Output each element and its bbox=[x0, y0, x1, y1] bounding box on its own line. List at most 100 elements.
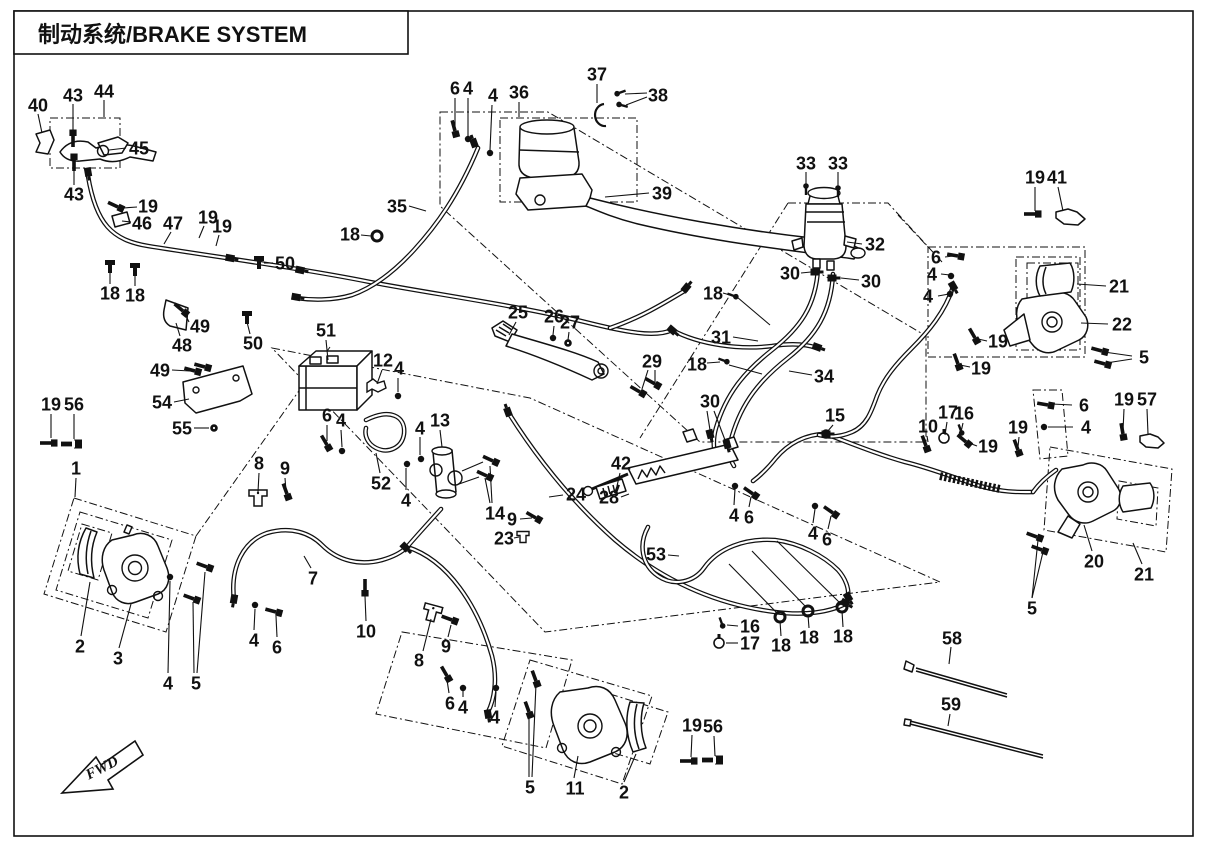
nut-fastener bbox=[564, 339, 572, 347]
bolt-head bbox=[638, 388, 648, 399]
bolt-head bbox=[361, 590, 369, 597]
bolt-fastener bbox=[439, 665, 454, 684]
detail-circle bbox=[610, 746, 622, 758]
clip bbox=[242, 311, 252, 324]
zone-box bbox=[1032, 389, 1069, 460]
part-number-label: 19 bbox=[212, 217, 232, 237]
fit-fastener bbox=[839, 597, 854, 609]
part-number-label: 5 bbox=[191, 674, 201, 694]
pad-2b bbox=[626, 701, 647, 753]
leader-line bbox=[812, 508, 816, 524]
part-number-label: 30 bbox=[780, 264, 800, 284]
bolt-shaft bbox=[173, 302, 185, 313]
part-number-label: 4 bbox=[458, 698, 468, 718]
fitting bbox=[224, 253, 236, 263]
caliper-22 bbox=[1015, 291, 1089, 354]
washer bbox=[492, 684, 500, 692]
ring-fastener bbox=[773, 610, 787, 624]
pin bbox=[614, 484, 620, 494]
leader-line bbox=[944, 255, 954, 258]
detail-circle bbox=[447, 470, 463, 486]
leader-line bbox=[840, 277, 860, 281]
fitting-stub bbox=[407, 549, 413, 555]
part-number-label: 51 bbox=[316, 321, 336, 341]
part-number-label: 33 bbox=[796, 154, 816, 174]
bolt-fastener bbox=[680, 757, 698, 765]
bolt-head bbox=[323, 443, 334, 453]
hose-inner bbox=[294, 146, 480, 301]
fitting-stub bbox=[231, 603, 235, 608]
detail-ellipse bbox=[519, 119, 575, 135]
mc-reservoir bbox=[518, 127, 580, 179]
zone-box bbox=[439, 111, 927, 443]
detail-circle bbox=[583, 719, 597, 733]
leader-line bbox=[977, 338, 988, 342]
part-number-label: 50 bbox=[243, 334, 263, 354]
bolt-fastener bbox=[70, 153, 78, 171]
part-number-label: 15 bbox=[825, 406, 845, 426]
leader-line bbox=[1083, 524, 1093, 552]
part-number-label: 27 bbox=[560, 313, 580, 333]
bolt-shaft bbox=[193, 362, 206, 369]
bolt-fastener bbox=[530, 670, 542, 689]
leader-line bbox=[713, 410, 726, 441]
leader-line bbox=[779, 620, 782, 637]
bolt-head bbox=[275, 608, 284, 618]
hose-outer bbox=[750, 431, 829, 484]
screw-shaft bbox=[718, 617, 724, 625]
hose-outer bbox=[293, 145, 481, 302]
res-ear-l bbox=[791, 237, 804, 251]
part-number-label: 56 bbox=[703, 717, 723, 737]
part-number-label: 39 bbox=[652, 184, 672, 204]
bolt-head bbox=[451, 130, 461, 139]
bolt-shaft bbox=[1036, 401, 1049, 407]
part-number-label: 3 bbox=[113, 649, 123, 669]
fitting-stub bbox=[953, 289, 959, 295]
bolt-shaft bbox=[281, 483, 289, 495]
washer bbox=[731, 482, 739, 490]
part-number-label: 6 bbox=[450, 79, 460, 99]
clamp8-fastener bbox=[422, 602, 444, 623]
detail-circle bbox=[127, 560, 143, 576]
screw-shaft bbox=[620, 103, 629, 108]
screw-head bbox=[616, 101, 622, 108]
part-number-label: 52 bbox=[371, 474, 391, 494]
leader-line bbox=[303, 555, 312, 569]
bolt-fastener bbox=[523, 701, 535, 720]
leader-line bbox=[732, 336, 759, 342]
detail-circle bbox=[106, 584, 118, 596]
part-number-label: 40 bbox=[28, 96, 48, 116]
bolt-fastener bbox=[319, 434, 334, 453]
leader-line bbox=[198, 225, 205, 239]
bolt-head bbox=[205, 563, 215, 573]
part-number-label: 5 bbox=[1139, 348, 1149, 368]
fitting-stub bbox=[687, 280, 693, 286]
part-number-label: 4 bbox=[927, 265, 937, 285]
fitting-stub bbox=[87, 176, 91, 181]
component-details bbox=[96, 119, 1099, 758]
clip-fastener bbox=[254, 256, 264, 269]
rear-mc-body bbox=[627, 443, 739, 485]
bolt-head bbox=[532, 679, 542, 689]
leader-line bbox=[489, 104, 493, 151]
bolt-head bbox=[194, 367, 203, 377]
leader-line bbox=[944, 421, 948, 436]
part-number-label: 19 bbox=[978, 437, 998, 457]
bolt-head bbox=[51, 439, 58, 447]
part-number-label: 19 bbox=[1025, 168, 1045, 188]
washer bbox=[811, 502, 819, 510]
bolt-shaft bbox=[967, 327, 977, 339]
part-number-label: 22 bbox=[1112, 315, 1132, 335]
clip-fastener bbox=[105, 260, 115, 273]
hose-clamp bbox=[248, 489, 268, 507]
washer-fastener bbox=[549, 334, 557, 342]
screw-fastener bbox=[718, 357, 730, 365]
detail-circle bbox=[1041, 311, 1063, 333]
leader-line bbox=[1057, 186, 1064, 212]
fitting-stub bbox=[469, 134, 474, 140]
fitting bbox=[483, 708, 493, 720]
part-number-label: 8 bbox=[414, 651, 424, 671]
bolt-fastener bbox=[1036, 401, 1056, 410]
bolt-shaft bbox=[1012, 439, 1020, 451]
detail-circle bbox=[1046, 316, 1058, 328]
